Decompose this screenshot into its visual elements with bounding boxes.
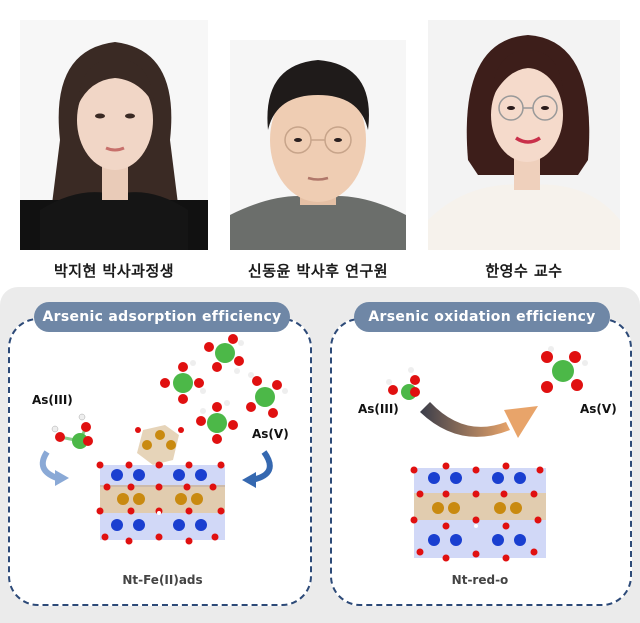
- portrait-woman-glasses-icon: [428, 20, 620, 250]
- adsorb-arrow-right-icon: [238, 448, 278, 493]
- portrait-han-youngsoo: [428, 20, 620, 250]
- portrait-man-icon: [230, 40, 406, 250]
- right-as5-molecule-icon: [535, 345, 590, 395]
- portrait-park-jihyun: [20, 20, 208, 250]
- person-name-1: 박지현 박사과정생: [53, 262, 175, 280]
- portrait-shin-dongyun: [230, 40, 406, 250]
- nt-red-o-crystal-structure-icon: [410, 458, 550, 570]
- left-as5-label: As(V): [252, 427, 289, 441]
- as5-molecules-icon: [155, 334, 290, 445]
- portrait-woman-icon: [20, 20, 208, 250]
- person-name-3: 한영수 교수: [485, 262, 563, 280]
- adsorption-panel-title: Arsenic adsorption efficiency: [34, 302, 290, 332]
- oxidation-arrow-icon: [420, 400, 550, 455]
- oxidation-panel: [330, 318, 632, 606]
- person-name-2: 신동윤 박사후 연구원: [247, 262, 389, 280]
- right-as5-label: As(V): [580, 402, 617, 416]
- as3-molecule-icon: [50, 405, 100, 450]
- nt-fe-crystal-structure-icon: [95, 425, 230, 560]
- right-material-caption: Nt-red-o: [451, 573, 509, 587]
- left-material-caption: Nt-Fe(II)ads: [122, 573, 203, 587]
- right-as3-label: As(III): [358, 402, 399, 416]
- right-as3-molecule-icon: [383, 362, 425, 404]
- left-as3-label: As(III): [32, 393, 73, 407]
- adsorb-arrow-left-icon: [35, 448, 75, 488]
- oxidation-panel-title: Arsenic oxidation efficiency: [354, 302, 610, 332]
